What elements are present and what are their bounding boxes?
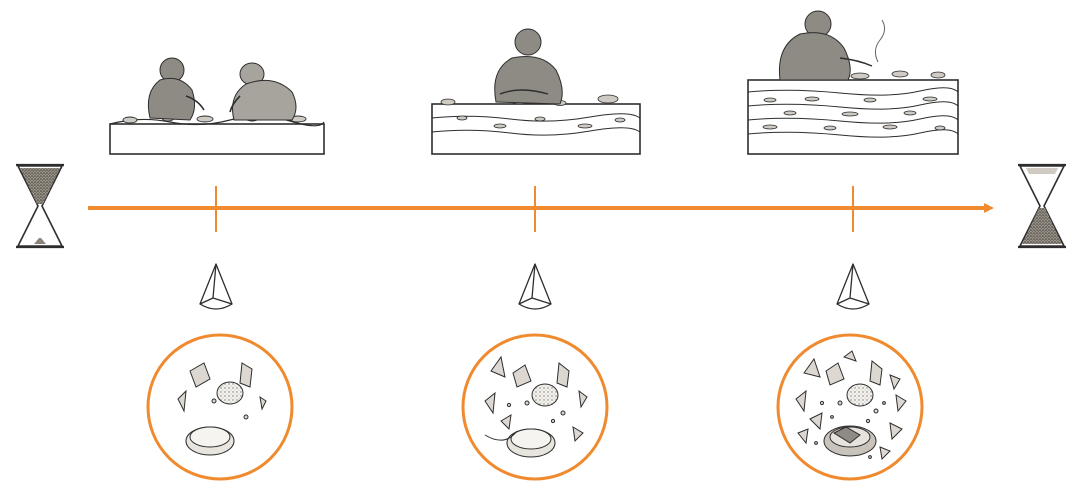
hourglass-end-icon — [1018, 163, 1066, 249]
fragments-circle-middle — [461, 333, 609, 481]
stone-point-icon — [518, 263, 552, 310]
fragments-circle-late — [776, 333, 924, 481]
archaeologist-figure — [147, 57, 205, 121]
smoke-icon — [874, 19, 886, 63]
stone-point-icon — [836, 263, 870, 310]
hourglass-start-icon — [16, 163, 64, 249]
excavation-scene-late — [747, 10, 959, 155]
archaeologist-figure — [229, 62, 297, 121]
excavation-scene-early — [109, 57, 325, 155]
excavation-scene-middle — [431, 28, 641, 155]
stone-point-icon — [199, 263, 233, 310]
archaeologist-figure — [778, 10, 873, 81]
fragments-circle-early — [146, 333, 294, 481]
archaeologist-figure — [494, 28, 563, 105]
